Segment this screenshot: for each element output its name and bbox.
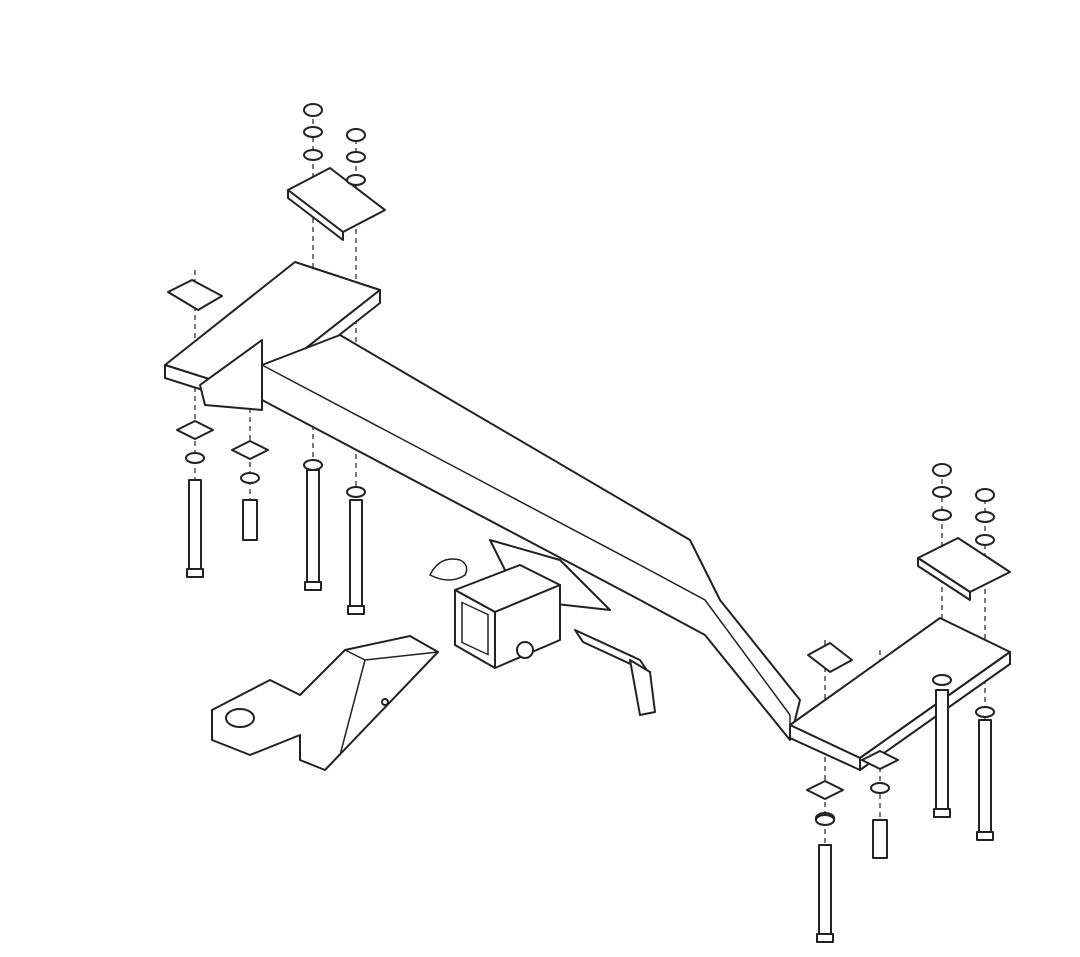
bolt-head xyxy=(933,808,951,818)
nut xyxy=(932,463,952,477)
bolt-head xyxy=(347,605,365,615)
washer xyxy=(185,452,205,464)
square-washer xyxy=(176,420,214,440)
hardware-group xyxy=(176,103,995,943)
short-bolt xyxy=(242,499,258,541)
washer xyxy=(346,174,366,186)
receiver-tube xyxy=(454,539,611,669)
ball-mount xyxy=(211,635,439,771)
washer xyxy=(932,674,952,686)
right-top-plate xyxy=(917,537,1011,601)
bolt-head xyxy=(976,831,994,841)
nut xyxy=(975,488,995,502)
washer xyxy=(975,534,995,546)
nut xyxy=(303,103,323,117)
bolt xyxy=(935,689,949,816)
washer xyxy=(240,472,260,484)
bolt-head xyxy=(304,581,322,591)
bolt-head xyxy=(816,933,834,943)
washer xyxy=(303,149,323,161)
square-washer xyxy=(806,780,844,800)
bolt xyxy=(818,844,832,941)
washer xyxy=(346,151,366,163)
main-cross-tube xyxy=(261,334,801,741)
bolt xyxy=(188,479,202,576)
bolt xyxy=(306,469,320,589)
washer xyxy=(870,782,890,794)
hitch-pin xyxy=(574,629,656,716)
short-bolt xyxy=(872,819,888,859)
washer xyxy=(346,486,366,498)
nut xyxy=(346,128,366,142)
left-top-plate xyxy=(287,167,386,241)
bolt xyxy=(978,719,992,839)
washer xyxy=(975,706,995,718)
left-small-plate xyxy=(167,279,223,311)
washer xyxy=(815,814,835,826)
bolt-head xyxy=(186,568,204,578)
right-mounting-bracket xyxy=(789,617,1011,771)
right-small-plate xyxy=(807,642,853,673)
washer xyxy=(975,511,995,523)
pin-clip xyxy=(428,558,468,581)
washer xyxy=(303,126,323,138)
square-washer xyxy=(231,440,269,460)
washer xyxy=(932,509,952,521)
washer xyxy=(932,486,952,498)
washer xyxy=(303,459,323,471)
bolt xyxy=(349,499,363,613)
square-washer xyxy=(861,750,899,770)
